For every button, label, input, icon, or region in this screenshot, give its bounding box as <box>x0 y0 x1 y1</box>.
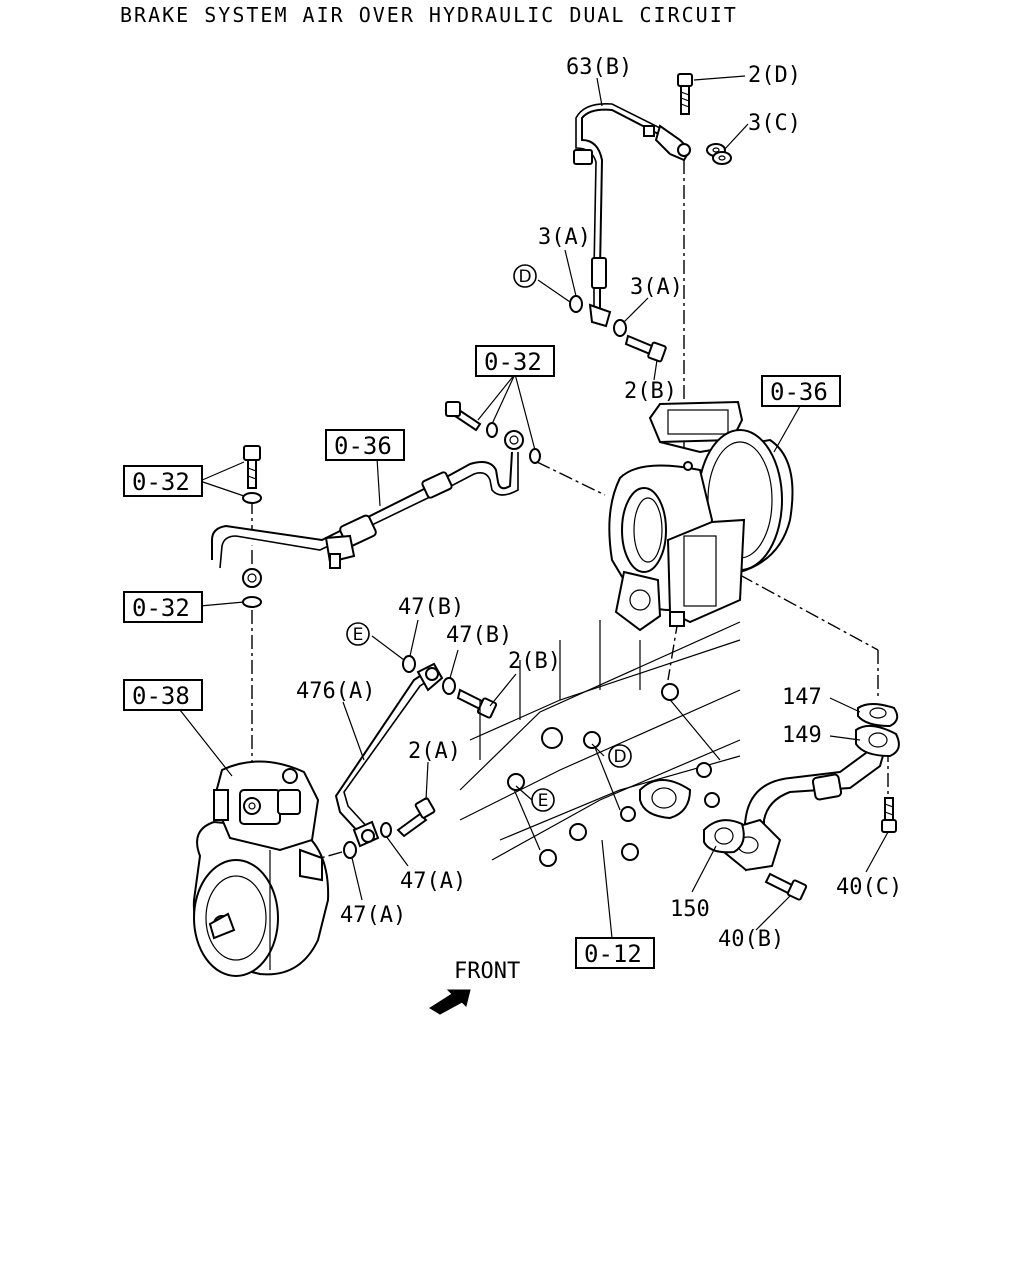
callout-40c: 40(C) <box>836 875 902 900</box>
washer-47a-right-icon <box>380 822 392 838</box>
circled-ref-e-left: E <box>346 622 370 646</box>
svg-text:D: D <box>613 747 626 767</box>
bolt-40c-icon <box>881 797 897 833</box>
svg-text:0-36: 0-36 <box>770 378 828 406</box>
washer-032-lower-icon <box>242 596 262 608</box>
bolt-40b-icon <box>764 872 808 901</box>
svg-text:0-32: 0-32 <box>132 468 190 496</box>
bolt-2b-mid-icon <box>456 688 498 719</box>
ref-box-032-left-lower: 0-32 <box>123 591 203 623</box>
svg-text:E: E <box>538 791 549 811</box>
callout-2b-top: 2(B) <box>624 379 677 404</box>
ref-box-032-left-upper: 0-32 <box>123 465 203 497</box>
callout-47b-lower: 47(B) <box>446 623 512 648</box>
washer-3a-right-icon <box>613 319 627 337</box>
washer-3a-left-icon <box>569 295 583 313</box>
svg-text:D: D <box>518 267 531 287</box>
ref-box-032-top: 0-32 <box>475 345 555 377</box>
callout-149: 149 <box>782 723 822 748</box>
leader-lines <box>179 75 889 939</box>
circled-ref-d-block: D <box>608 744 632 768</box>
callout-147: 147 <box>782 685 822 710</box>
bolt-2b-top-icon <box>624 334 667 363</box>
bolt-2a-icon <box>396 797 436 838</box>
bolt-032-top-icon <box>444 401 482 432</box>
hose-middle-036 <box>211 430 524 588</box>
callout-47a-left: 47(A) <box>340 903 406 928</box>
hose-63b <box>573 102 692 328</box>
callout-3a-left: 3(A) <box>538 225 591 250</box>
tube-476a <box>334 662 444 848</box>
callout-labels: 63(B) 2(D) 3(C) 3(A) 3(A) 2(B) 47(B) 47(… <box>296 55 902 984</box>
air-compressor <box>192 760 330 977</box>
washer-47a-left-icon <box>343 841 357 859</box>
front-label: FRONT <box>454 959 520 984</box>
callout-3c: 3(C) <box>748 111 801 136</box>
callout-150: 150 <box>670 897 710 922</box>
callout-63b: 63(B) <box>566 55 632 80</box>
turbocharger <box>608 400 794 632</box>
callout-3a-right: 3(A) <box>630 275 683 300</box>
svg-text:0-36: 0-36 <box>334 432 392 460</box>
diagram-title: BRAKE SYSTEM AIR OVER HYDRAULIC DUAL CIR… <box>120 3 738 27</box>
svg-text:0-32: 0-32 <box>484 348 542 376</box>
svg-text:0-32: 0-32 <box>132 594 190 622</box>
svg-text:0-12: 0-12 <box>584 940 642 968</box>
circled-ref-d-top: D <box>513 264 537 288</box>
gasket-147-icon <box>857 703 899 728</box>
callout-47b-upper: 47(B) <box>398 595 464 620</box>
circled-ref-e-block: E <box>531 788 555 812</box>
ref-box-038: 0-38 <box>123 679 203 711</box>
callout-2d: 2(D) <box>748 63 801 88</box>
callout-40b: 40(B) <box>718 927 784 952</box>
callout-476a: 476(A) <box>296 679 375 704</box>
washer-47b-lower-icon <box>442 677 456 695</box>
bolt-032-left-icon <box>243 445 261 489</box>
washer-032-a-icon <box>486 422 498 438</box>
washer-032-b-icon <box>529 448 541 464</box>
front-arrow-icon <box>429 989 471 1015</box>
svg-text:0-38: 0-38 <box>132 682 190 710</box>
washer-032-upper-icon <box>242 492 262 504</box>
callout-2b-mid: 2(B) <box>508 649 561 674</box>
ref-box-036-right: 0-36 <box>761 375 841 407</box>
callout-47a-right: 47(A) <box>400 869 466 894</box>
callout-2a: 2(A) <box>408 739 461 764</box>
ref-box-036-left: 0-36 <box>325 429 405 461</box>
gasket-150-icon <box>703 819 745 854</box>
svg-text:E: E <box>353 625 364 645</box>
washer-47b-upper-icon <box>402 655 416 673</box>
bolt-2d-icon <box>677 73 693 115</box>
engine-block <box>459 620 741 867</box>
washer-3c-icon <box>706 143 732 165</box>
ref-box-012: 0-12 <box>575 937 655 969</box>
